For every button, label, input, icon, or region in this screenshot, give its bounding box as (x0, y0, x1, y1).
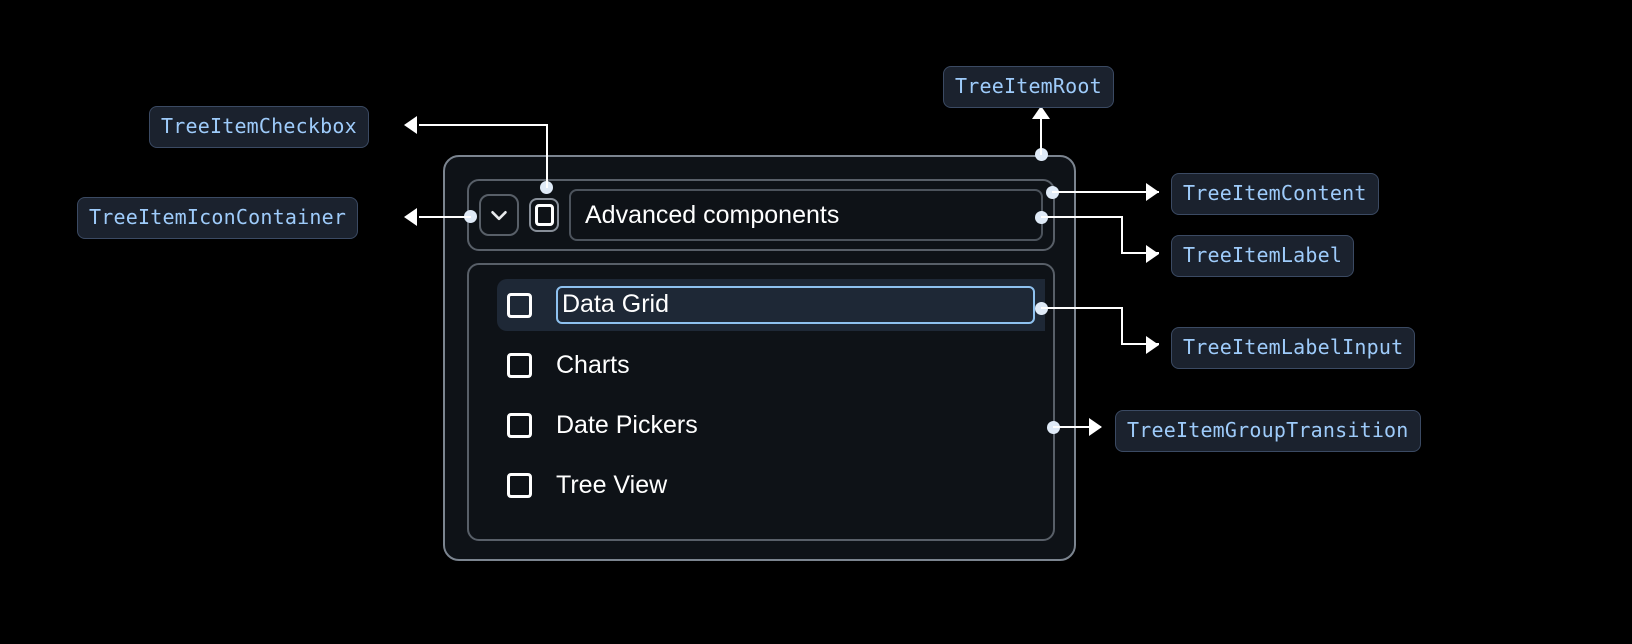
connector-line-label-input-h1 (1041, 307, 1123, 309)
connector-arrow-content (1146, 183, 1159, 201)
checkbox-square-icon (534, 204, 554, 226)
tree-item-row-charts[interactable]: Charts (469, 339, 1053, 391)
tree-item-root[interactable]: Advanced components Charts Date Pickers … (443, 155, 1076, 561)
annotation-tree-item-label-input: TreeItemLabelInput (1171, 327, 1416, 369)
tree-item-label[interactable]: Advanced components (569, 189, 1043, 241)
connector-line-root (1040, 117, 1042, 155)
annotation-tree-item-icon-container: TreeItemIconContainer (77, 197, 359, 239)
connector-line-checkbox-v (546, 124, 548, 188)
connector-line-label-h2 (1121, 252, 1159, 254)
tree-item-label: Charts (556, 350, 630, 379)
tree-item-content[interactable]: Advanced components (467, 179, 1055, 251)
annotation-tree-item-content: TreeItemContent (1171, 173, 1379, 215)
connector-arrow-group-transition (1089, 418, 1102, 436)
tree-item-icon-container[interactable] (479, 194, 519, 236)
connector-line-label-v (1121, 216, 1123, 254)
connector-line-label-input-h2 (1121, 343, 1159, 345)
tree-item-label-input[interactable] (556, 286, 1035, 324)
annotation-tree-item-label: TreeItemLabel (1171, 235, 1355, 277)
connector-arrow-root (1032, 106, 1050, 119)
tree-item-checkbox[interactable] (507, 292, 532, 318)
tree-item-label: Date Pickers (556, 410, 698, 439)
tree-item-group-transition: Charts Date Pickers Tree View (467, 263, 1055, 541)
connector-arrow-checkbox (404, 116, 417, 134)
connector-line-icon-container (419, 216, 471, 218)
tree-item-checkbox[interactable] (507, 472, 532, 498)
connector-line-group-transition (1053, 426, 1101, 428)
annotation-tree-item-checkbox: TreeItemCheckbox (149, 106, 369, 148)
tree-item-row-tree-view[interactable]: Tree View (469, 459, 1053, 511)
connector-arrow-label-input (1146, 336, 1159, 354)
chevron-down-icon (486, 202, 512, 228)
annotation-tree-item-group-transition: TreeItemGroupTransition (1115, 410, 1421, 452)
tree-item-row-date-pickers[interactable]: Date Pickers (469, 399, 1053, 451)
connector-line-content (1052, 191, 1159, 193)
tree-item-checkbox[interactable] (507, 352, 532, 378)
connector-line-label-h1 (1041, 216, 1123, 218)
tree-item-row-data-grid[interactable] (497, 279, 1045, 331)
connector-arrow-icon-container (404, 208, 417, 226)
tree-item-checkbox[interactable] (529, 198, 559, 232)
tree-item-checkbox[interactable] (507, 412, 532, 438)
connector-line-label-input-v (1121, 307, 1123, 345)
annotation-tree-item-root: TreeItemRoot (943, 66, 1114, 108)
connector-line-checkbox-h (419, 124, 547, 126)
connector-arrow-label (1146, 245, 1159, 263)
tree-item-label: Tree View (556, 470, 668, 499)
